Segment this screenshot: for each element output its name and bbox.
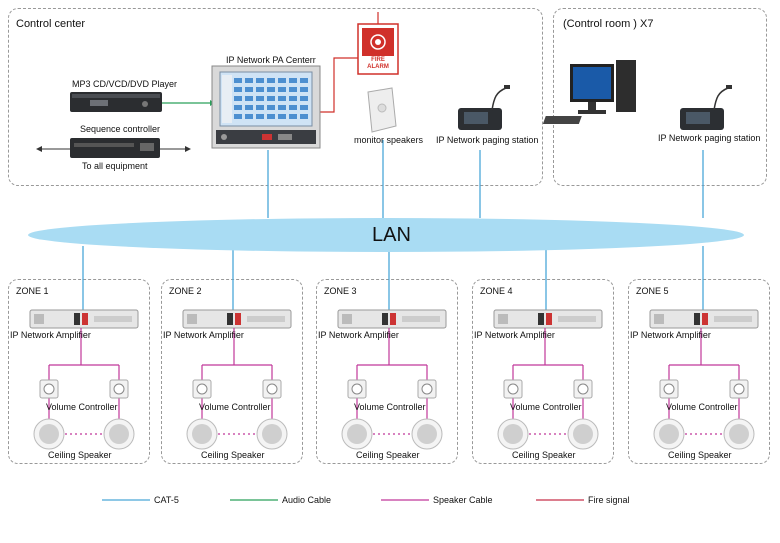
ceiling-speaker-label: Ceiling Speaker — [201, 450, 265, 460]
computer-device — [542, 60, 636, 124]
amplifier-label: IP Network Amplifier — [163, 330, 244, 340]
volume-controller — [573, 379, 593, 399]
zone-box-5 — [628, 279, 770, 464]
ceiling-speaker — [341, 418, 373, 450]
zone-box-4 — [472, 279, 614, 464]
paging-station-2-label: IP Network paging station — [658, 133, 761, 143]
legend-fire-signal: Fire signal — [588, 495, 630, 505]
fire-alarm-device — [357, 23, 399, 75]
zone-box-3 — [316, 279, 458, 464]
ceiling-speaker — [186, 418, 218, 450]
volume-controller-label: Volume Controller — [510, 402, 582, 412]
speaker-cable — [48, 328, 120, 422]
volume-controller — [192, 379, 212, 399]
zone-title: ZONE 4 — [480, 286, 513, 296]
paging-station-1-label: IP Network paging station — [436, 135, 539, 145]
ceiling-speaker — [103, 418, 135, 450]
to-all-equipment-label: To all equipment — [82, 161, 148, 171]
ceiling-speaker-label: Ceiling Speaker — [356, 450, 420, 460]
ceiling-speaker — [723, 418, 755, 450]
volume-controller — [503, 379, 523, 399]
cat5-links — [82, 140, 704, 310]
control-center-box — [8, 8, 543, 186]
speaker-cable — [668, 328, 740, 422]
zone-title: ZONE 5 — [636, 286, 669, 296]
zones-group — [29, 309, 759, 450]
ceiling-speaker-label: Ceiling Speaker — [512, 450, 576, 460]
fire-alarm-label: FIRE ALARM — [367, 57, 389, 70]
ceiling-speaker — [411, 418, 443, 450]
ip-network-amplifier — [337, 309, 447, 329]
ceiling-speaker — [33, 418, 65, 450]
zone-title: ZONE 2 — [169, 286, 202, 296]
sequence-controller-label: Sequence controller — [80, 124, 161, 134]
volume-controller — [39, 379, 59, 399]
mp3-player-label: MP3 CD/VCD/DVD Player — [72, 79, 178, 89]
legend-speaker-cable: Speaker Cable — [433, 495, 493, 505]
ceiling-speaker — [256, 418, 288, 450]
paging-station-1-device — [458, 85, 510, 130]
sequence-controller-device — [70, 138, 160, 158]
ip-network-amplifier — [182, 309, 292, 329]
amplifier-label: IP Network Amplifier — [630, 330, 711, 340]
volume-controller — [729, 379, 749, 399]
volume-controller-label: Volume Controller — [199, 402, 271, 412]
control-room-box — [553, 8, 767, 186]
volume-controller-label: Volume Controller — [354, 402, 426, 412]
zone-box-1 — [8, 279, 150, 464]
lan-label: LAN — [372, 224, 411, 246]
speaker-cable — [512, 328, 584, 422]
monitor-speaker-device — [367, 87, 397, 133]
control-center-title: Control center — [16, 18, 86, 30]
volume-controller — [262, 379, 282, 399]
zone-box-2 — [161, 279, 303, 464]
amplifier-label: IP Network Amplifier — [318, 330, 399, 340]
volume-controller — [417, 379, 437, 399]
ceiling-speaker-label: Ceiling Speaker — [48, 450, 112, 460]
ip-network-amplifier — [493, 309, 603, 329]
ceiling-speaker — [497, 418, 529, 450]
volume-controller — [347, 379, 367, 399]
ceiling-speaker — [653, 418, 685, 450]
monitor-speakers-label: monitor speakers — [354, 135, 424, 145]
paging-station-2-device — [680, 85, 732, 130]
ip-network-amplifier — [29, 309, 139, 329]
pa-center-label: IP Network PA Centerr — [226, 55, 316, 65]
ip-network-amplifier — [649, 309, 759, 329]
mp3-player-device — [70, 92, 162, 112]
ceiling-speaker — [567, 418, 599, 450]
pa-center-device — [211, 65, 321, 149]
legend-audio-cable: Audio Cable — [282, 495, 332, 505]
volume-controller — [109, 379, 129, 399]
speaker-cable — [356, 328, 428, 422]
zone-title: ZONE 3 — [324, 286, 357, 296]
fire-signal-line — [318, 57, 358, 113]
legend-cat5: CAT-5 — [154, 495, 179, 505]
amplifier-label: IP Network Amplifier — [10, 330, 91, 340]
ceiling-speaker-label: Ceiling Speaker — [668, 450, 732, 460]
volume-controller-label: Volume Controller — [46, 402, 118, 412]
amplifier-label: IP Network Amplifier — [474, 330, 555, 340]
control-room-title: (Control room ) X7 — [563, 18, 654, 30]
speaker-cable — [201, 328, 273, 422]
zone-title: ZONE 1 — [16, 286, 49, 296]
volume-controller — [659, 379, 679, 399]
lan-cloud — [28, 218, 744, 252]
volume-controller-label: Volume Controller — [666, 402, 738, 412]
